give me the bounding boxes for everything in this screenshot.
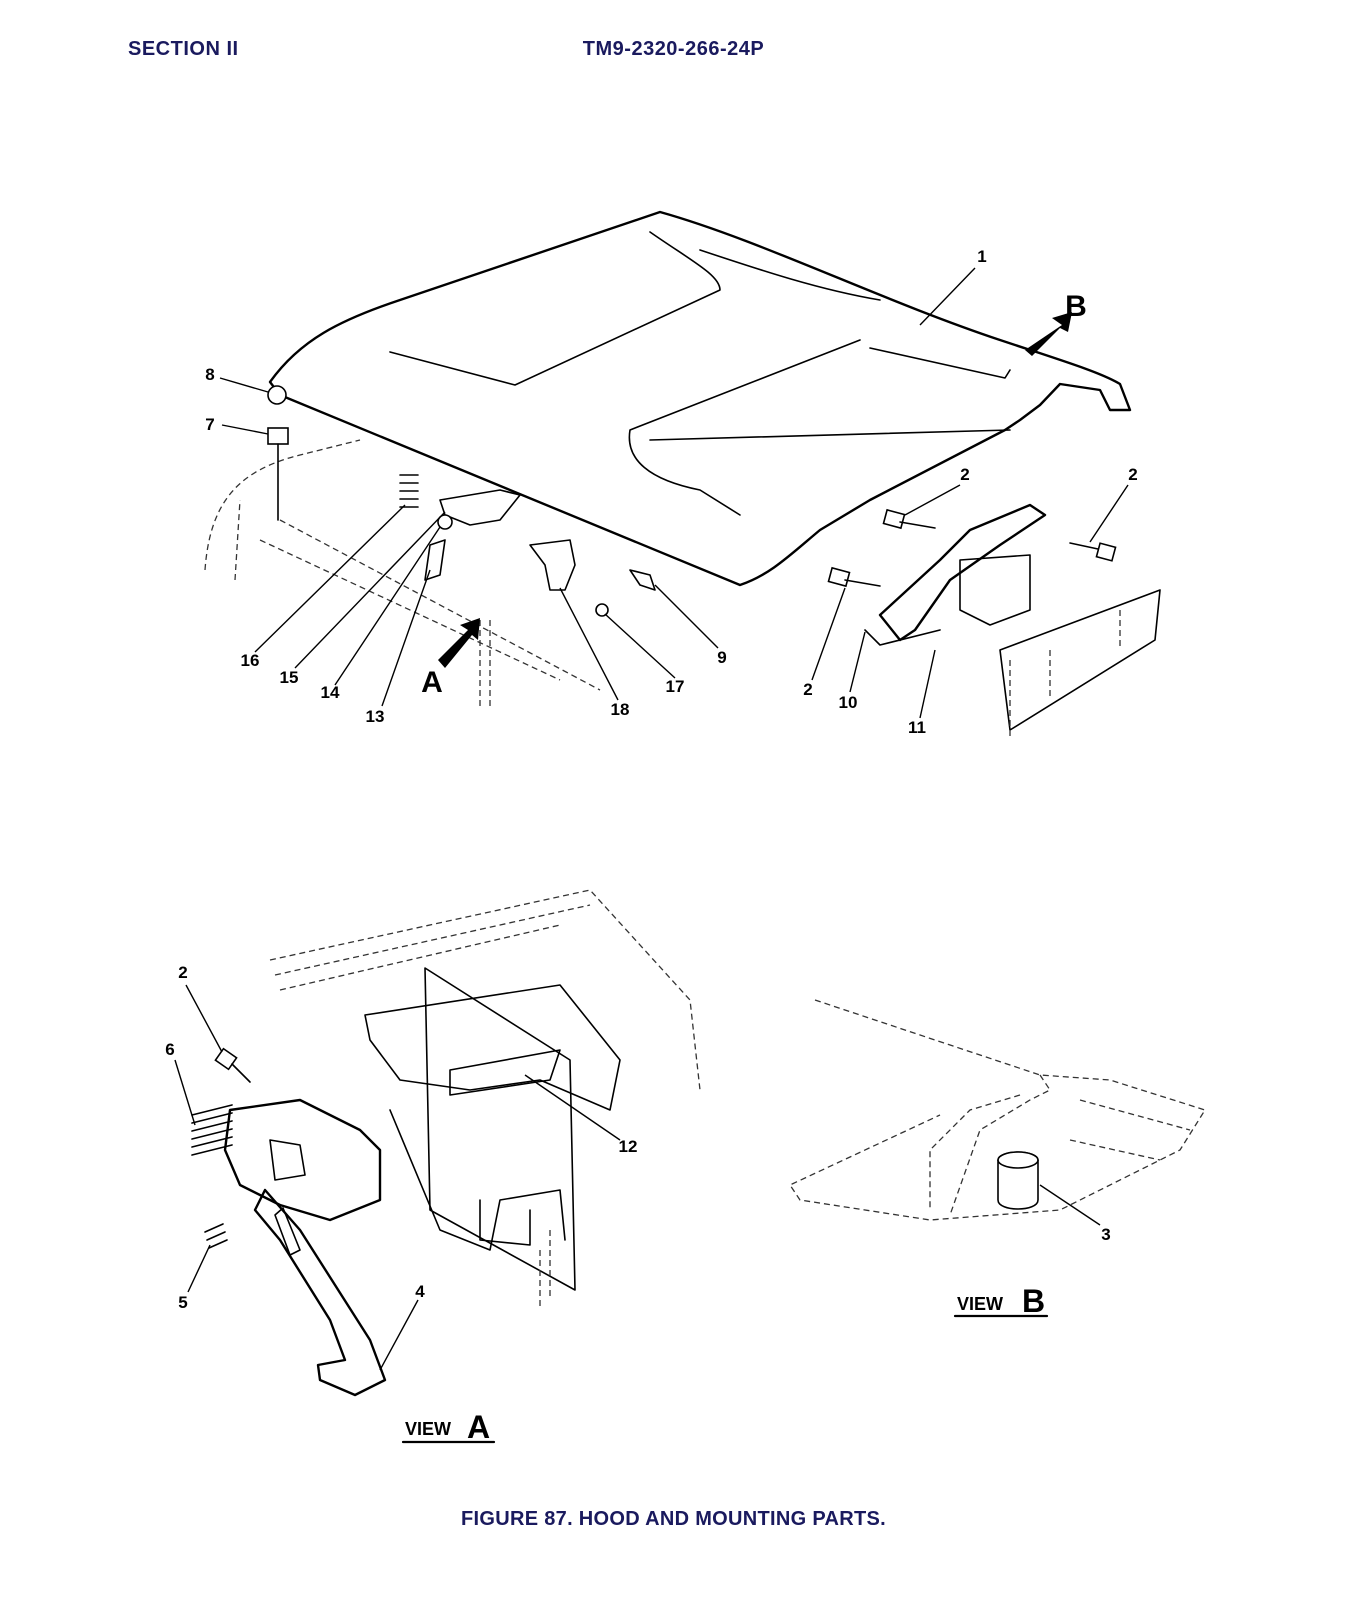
hood-panel: [268, 210, 1132, 587]
callout-label: 17: [666, 677, 685, 696]
callout-label: 2: [178, 963, 187, 982]
striker-hook: [529, 539, 576, 591]
callout-label: 11: [908, 718, 926, 737]
latch-assembly: [223, 1098, 382, 1222]
view-word: VIEW: [957, 1294, 1003, 1314]
arrow-label-b: B: [1065, 290, 1087, 323]
view-letter: A: [467, 1409, 490, 1445]
callout-label: 2: [960, 465, 969, 484]
support-panel: [424, 967, 576, 1291]
hood-scoop-right: [628, 339, 1011, 516]
view-b-title: VIEW B: [953, 1283, 1049, 1319]
callout-label: 9: [717, 648, 726, 667]
hood-scoop-left: [389, 231, 721, 386]
bolt-icon: [827, 566, 881, 588]
latch-lever: [253, 1188, 387, 1397]
view-word: VIEW: [405, 1419, 451, 1439]
view-a-arrow: [438, 618, 480, 668]
callout-label: 14: [321, 683, 340, 702]
callout-label: 6: [165, 1040, 174, 1059]
callout-label: 12: [619, 1137, 638, 1156]
spring-icon: [191, 1104, 233, 1156]
view-a-title: VIEW A: [401, 1409, 496, 1445]
callout-label: 3: [1101, 1225, 1110, 1244]
bumper-icon: [997, 1151, 1039, 1210]
clip-icon: [204, 1223, 228, 1249]
figure-caption: FIGURE 87. HOOD AND MOUNTING PARTS.: [461, 1508, 886, 1530]
callout-label: 15: [280, 668, 299, 687]
callout-label: 10: [839, 693, 858, 712]
document-number: TM9-2320-266-24P: [582, 38, 765, 60]
callout-label: 13: [366, 707, 385, 726]
callout-label: 2: [803, 680, 812, 699]
view-a: 2 4 5 6 12 VIEW A: [165, 889, 701, 1445]
left-fender: [204, 439, 601, 691]
bumper-stud: [267, 385, 289, 521]
right-fender: [999, 589, 1161, 731]
callout-label: 7: [205, 415, 214, 434]
hinge-bracket: [878, 503, 1047, 642]
main-view: 1 2 2 2 7 8 9 10 11 13 14 15 16 17 18 A …: [204, 210, 1161, 740]
bolt-icon: [1069, 542, 1117, 562]
callout-label: 16: [241, 651, 260, 670]
callout-label: 8: [205, 365, 214, 384]
callout-label: 4: [415, 1282, 425, 1301]
view-letter: B: [1022, 1283, 1045, 1319]
callout-label: 5: [178, 1293, 187, 1312]
callout-label: 18: [611, 700, 630, 719]
bolt-icon: [214, 1047, 251, 1083]
spring-icon: [399, 474, 419, 508]
view-b-arrow: [1025, 312, 1072, 356]
callout-label: 1: [977, 247, 986, 266]
callout-label: 2: [1128, 465, 1137, 484]
arrow-label-a: A: [421, 666, 443, 699]
view-b: 3 VIEW B: [789, 999, 1206, 1319]
section-label: SECTION II: [128, 38, 239, 60]
bolt-icon: [882, 508, 936, 530]
